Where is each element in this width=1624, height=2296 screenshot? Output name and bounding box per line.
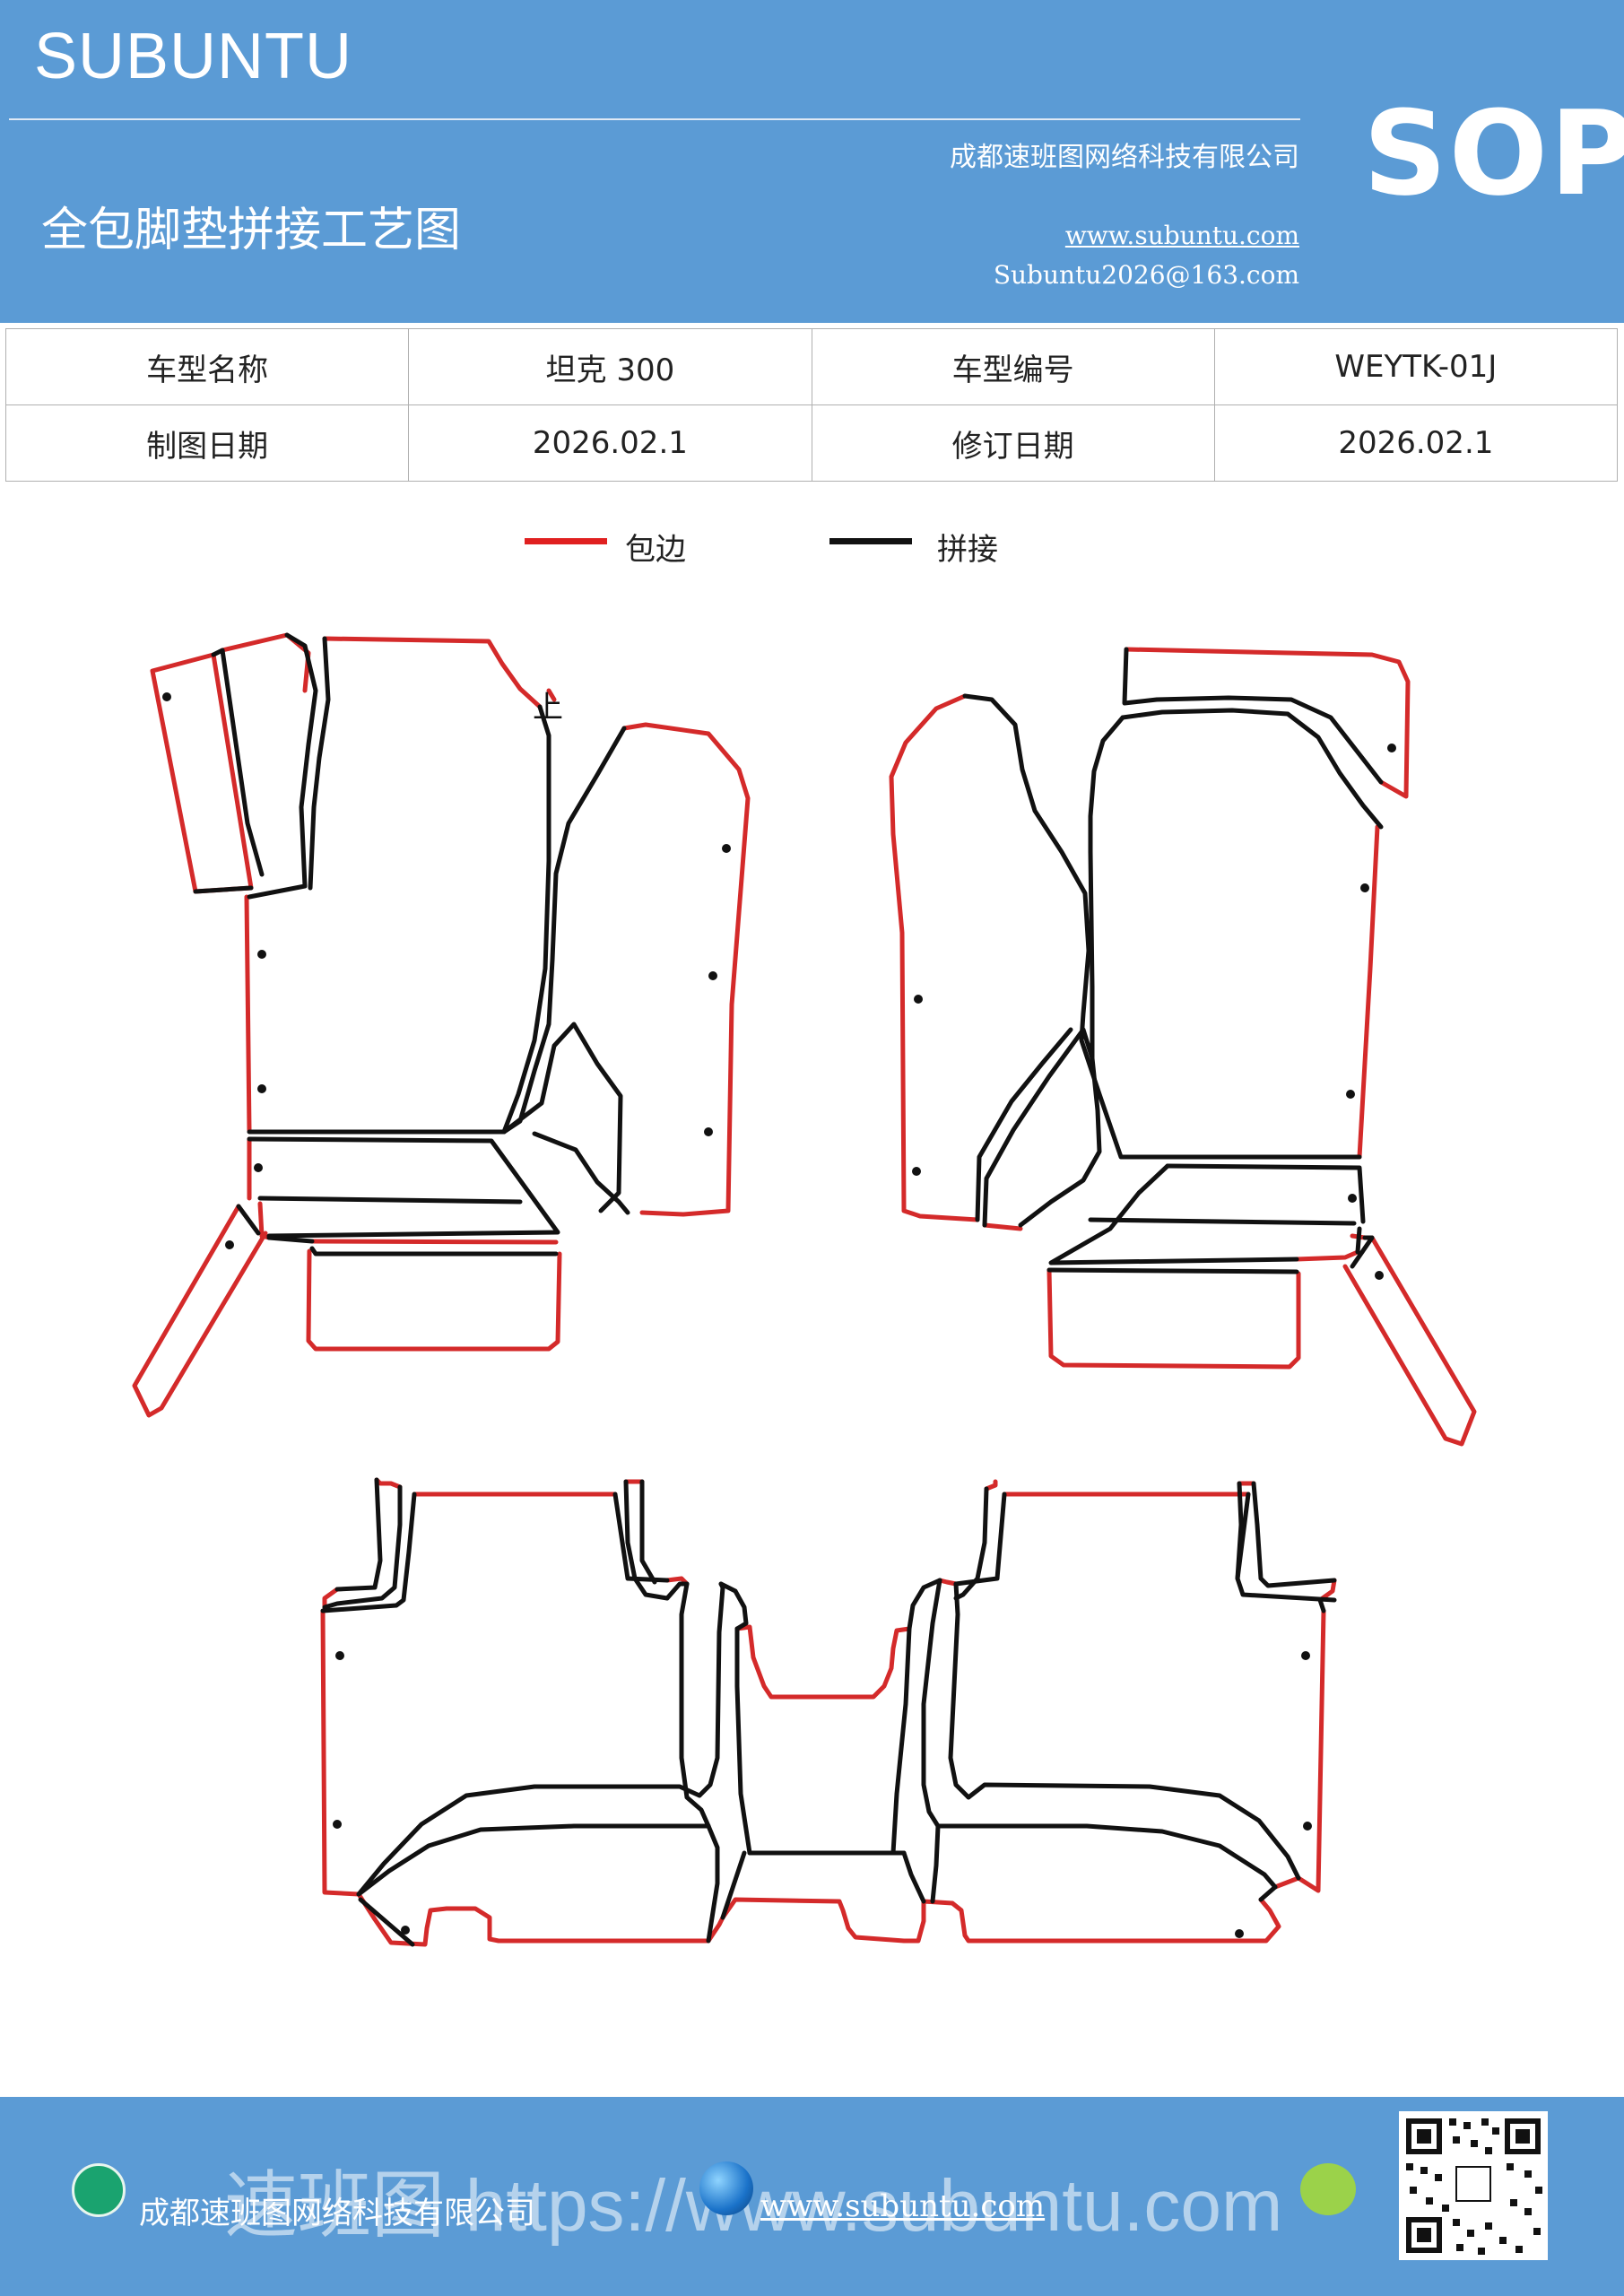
- seam-line-swatch: [829, 538, 912, 544]
- revision-date-value: 2026.02.1: [1213, 404, 1619, 482]
- up-marker: 上: [533, 690, 563, 726]
- model-code-value: WEYTK-01J: [1213, 328, 1619, 405]
- globe-icon: [699, 2161, 753, 2215]
- building-icon: [72, 2163, 126, 2217]
- wechat-icon: [1300, 2163, 1356, 2215]
- front-left-mat: 上: [132, 632, 751, 1418]
- revision-date-label: 修订日期: [811, 404, 1215, 482]
- footer-company-name: 成都速班图网络科技有限公司: [139, 2196, 535, 2231]
- header-banner: SUBUNTU SOP 成都速班图网络科技有限公司 全包脚垫拼接工艺图 www.…: [0, 0, 1624, 323]
- legend-seam-label: 拼接: [937, 532, 998, 568]
- model-name-label: 车型名称: [4, 328, 410, 405]
- footer-website-link[interactable]: www.subuntu.com: [760, 2188, 1046, 2224]
- vehicle-info-table: 车型名称 坦克 300 车型编号 WEYTK-01J 制图日期 2026.02.…: [4, 328, 1619, 482]
- table-row: 车型名称 坦克 300 车型编号 WEYTK-01J: [4, 328, 1619, 405]
- qr-code: [1399, 2111, 1548, 2260]
- brand-logo: SUBUNTU: [34, 21, 353, 92]
- rear-mat: [320, 1477, 1337, 1947]
- legend-edge-label: 包边: [625, 532, 686, 568]
- draw-date-label: 制图日期: [4, 404, 410, 482]
- front-right-mat: [889, 647, 1477, 1447]
- table-row: 制图日期 2026.02.1 修订日期 2026.02.1: [4, 404, 1619, 482]
- company-name: 成都速班图网络科技有限公司: [950, 142, 1299, 173]
- website-link[interactable]: www.subuntu.com: [1064, 221, 1299, 250]
- edge-line-swatch: [525, 538, 607, 544]
- model-name-value: 坦克 300: [408, 328, 812, 405]
- header-divider: [9, 118, 1300, 120]
- sop-label: SOP: [1363, 85, 1624, 222]
- footer-watermark: 速班图 https://www.subuntu.com: [224, 2165, 1283, 2247]
- document-title: 全包脚垫拼接工艺图: [41, 204, 462, 257]
- draw-date-value: 2026.02.1: [408, 404, 812, 482]
- qr-code-pattern: [1406, 2118, 1542, 2255]
- email-address: Subuntu2026@163.com: [993, 260, 1299, 290]
- model-code-label: 车型编号: [811, 328, 1215, 405]
